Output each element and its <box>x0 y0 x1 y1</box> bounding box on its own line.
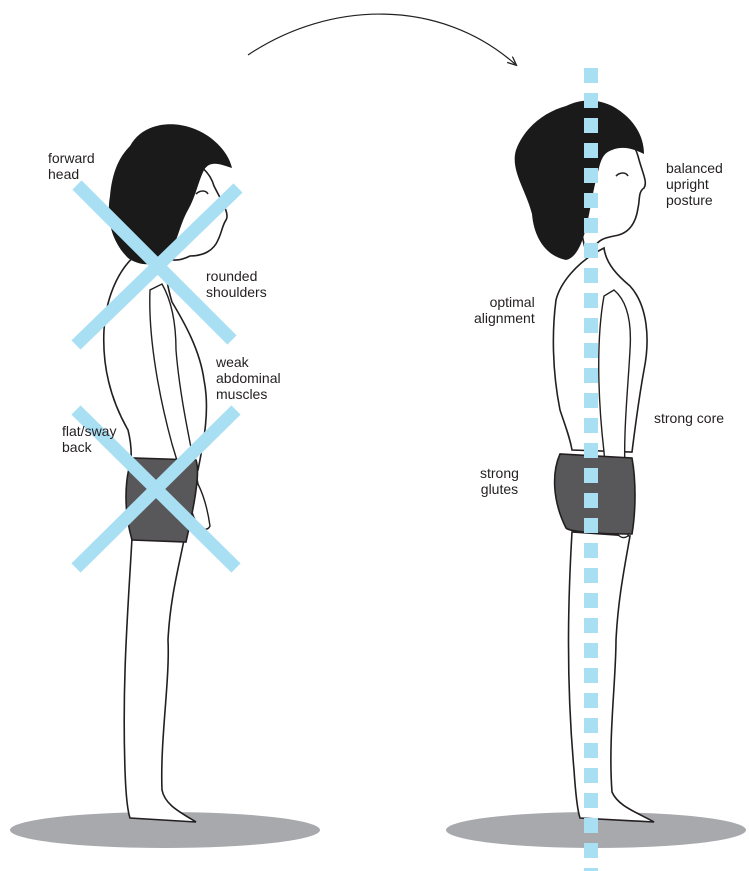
label-forward-head: forward head <box>48 150 95 182</box>
curved-arrow-icon <box>248 14 515 64</box>
left-figure-legs <box>124 538 196 822</box>
label-balanced-upright-posture: balanced upright posture <box>666 160 723 208</box>
poor-posture-figure <box>10 124 320 848</box>
label-optimal-alignment: optimal alignment <box>474 294 535 326</box>
label-rounded-shoulders: rounded shoulders <box>206 268 267 300</box>
right-figure-legs <box>569 532 655 822</box>
label-weak-abdominal-muscles: weak abdominal muscles <box>216 354 281 402</box>
label-strong-core: strong core <box>654 410 724 426</box>
label-strong-glutes: strong glutes <box>480 465 519 497</box>
label-flat-sway-back: flat/sway back <box>62 423 116 455</box>
